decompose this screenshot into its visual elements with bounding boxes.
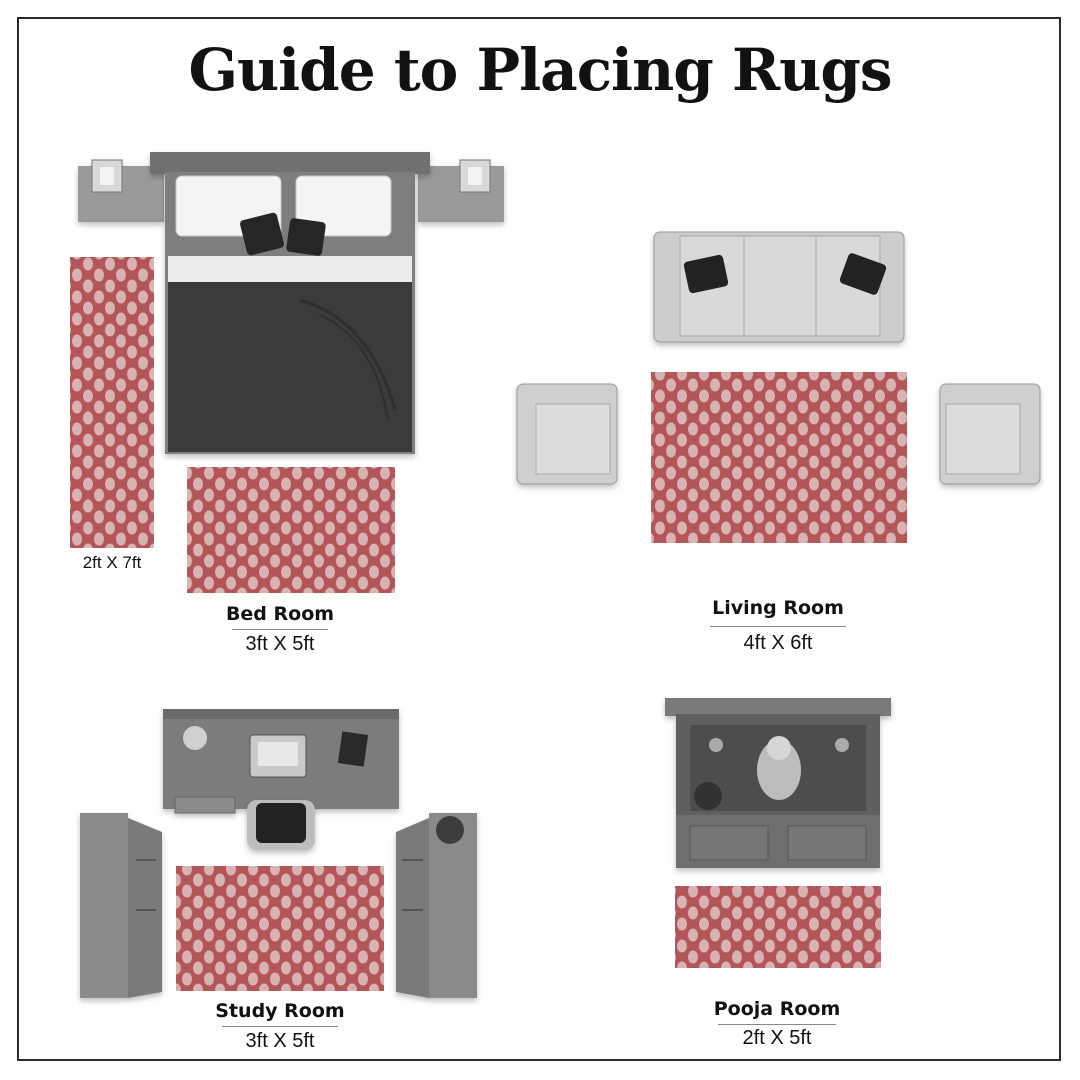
pooja-room-scene <box>665 698 891 968</box>
bedroom-scene <box>70 152 504 593</box>
study-room-label: Study Room <box>215 1000 345 1022</box>
study-room-divider <box>222 1026 338 1027</box>
nightstand-left <box>78 159 164 222</box>
bookshelf-left <box>80 813 162 998</box>
pooja-room-size: 2ft X 5ft <box>742 1027 812 1049</box>
nightstand-right <box>418 159 504 222</box>
armchair-left <box>516 383 618 485</box>
bedroom-size: 3ft X 5ft <box>245 633 315 655</box>
bed <box>150 152 430 454</box>
armchair-right <box>939 383 1041 485</box>
desk-chair <box>247 800 315 850</box>
study-room-rug <box>176 866 384 991</box>
bookshelf-right <box>396 813 477 998</box>
living-room-rug <box>651 372 907 543</box>
desk <box>163 709 399 814</box>
pooja-room-label: Pooja Room <box>713 998 841 1020</box>
living-room-divider <box>710 626 846 627</box>
living-room-size: 4ft X 6ft <box>743 632 813 654</box>
outer-frame <box>17 17 1061 1061</box>
bedroom-label: Bed Room <box>225 603 335 625</box>
pooja-room-rug <box>675 886 881 968</box>
study-room-size: 3ft X 5ft <box>245 1030 315 1052</box>
bedroom-divider <box>232 629 328 630</box>
study-room-scene <box>80 709 477 998</box>
sofa <box>653 231 905 343</box>
pooja-cabinet <box>665 698 891 868</box>
living-room-label: Living Room <box>712 597 844 619</box>
bedroom-runner-rug <box>70 257 154 548</box>
bedroom-area-rug <box>187 467 395 593</box>
living-room-scene <box>516 231 1041 543</box>
bedroom-runner-size: 2ft X 7ft <box>82 553 142 572</box>
pooja-room-divider <box>718 1024 836 1025</box>
page-title: Guide to Placing Rugs <box>188 36 892 104</box>
